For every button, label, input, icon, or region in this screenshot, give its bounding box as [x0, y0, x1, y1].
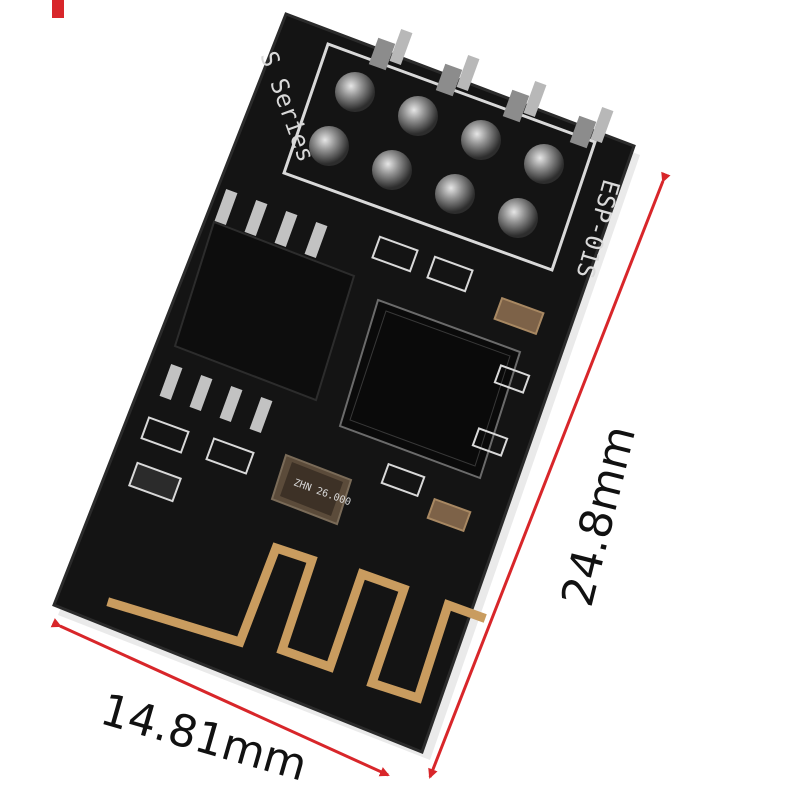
flash-chip [159, 188, 356, 434]
crystal-oscillator: ZHN 26.000 [270, 453, 352, 526]
width-dimension-arrow [50, 618, 390, 777]
header-pins [368, 28, 614, 149]
red-corner-mark [52, 0, 64, 18]
height-dimension-arrow [428, 171, 671, 779]
